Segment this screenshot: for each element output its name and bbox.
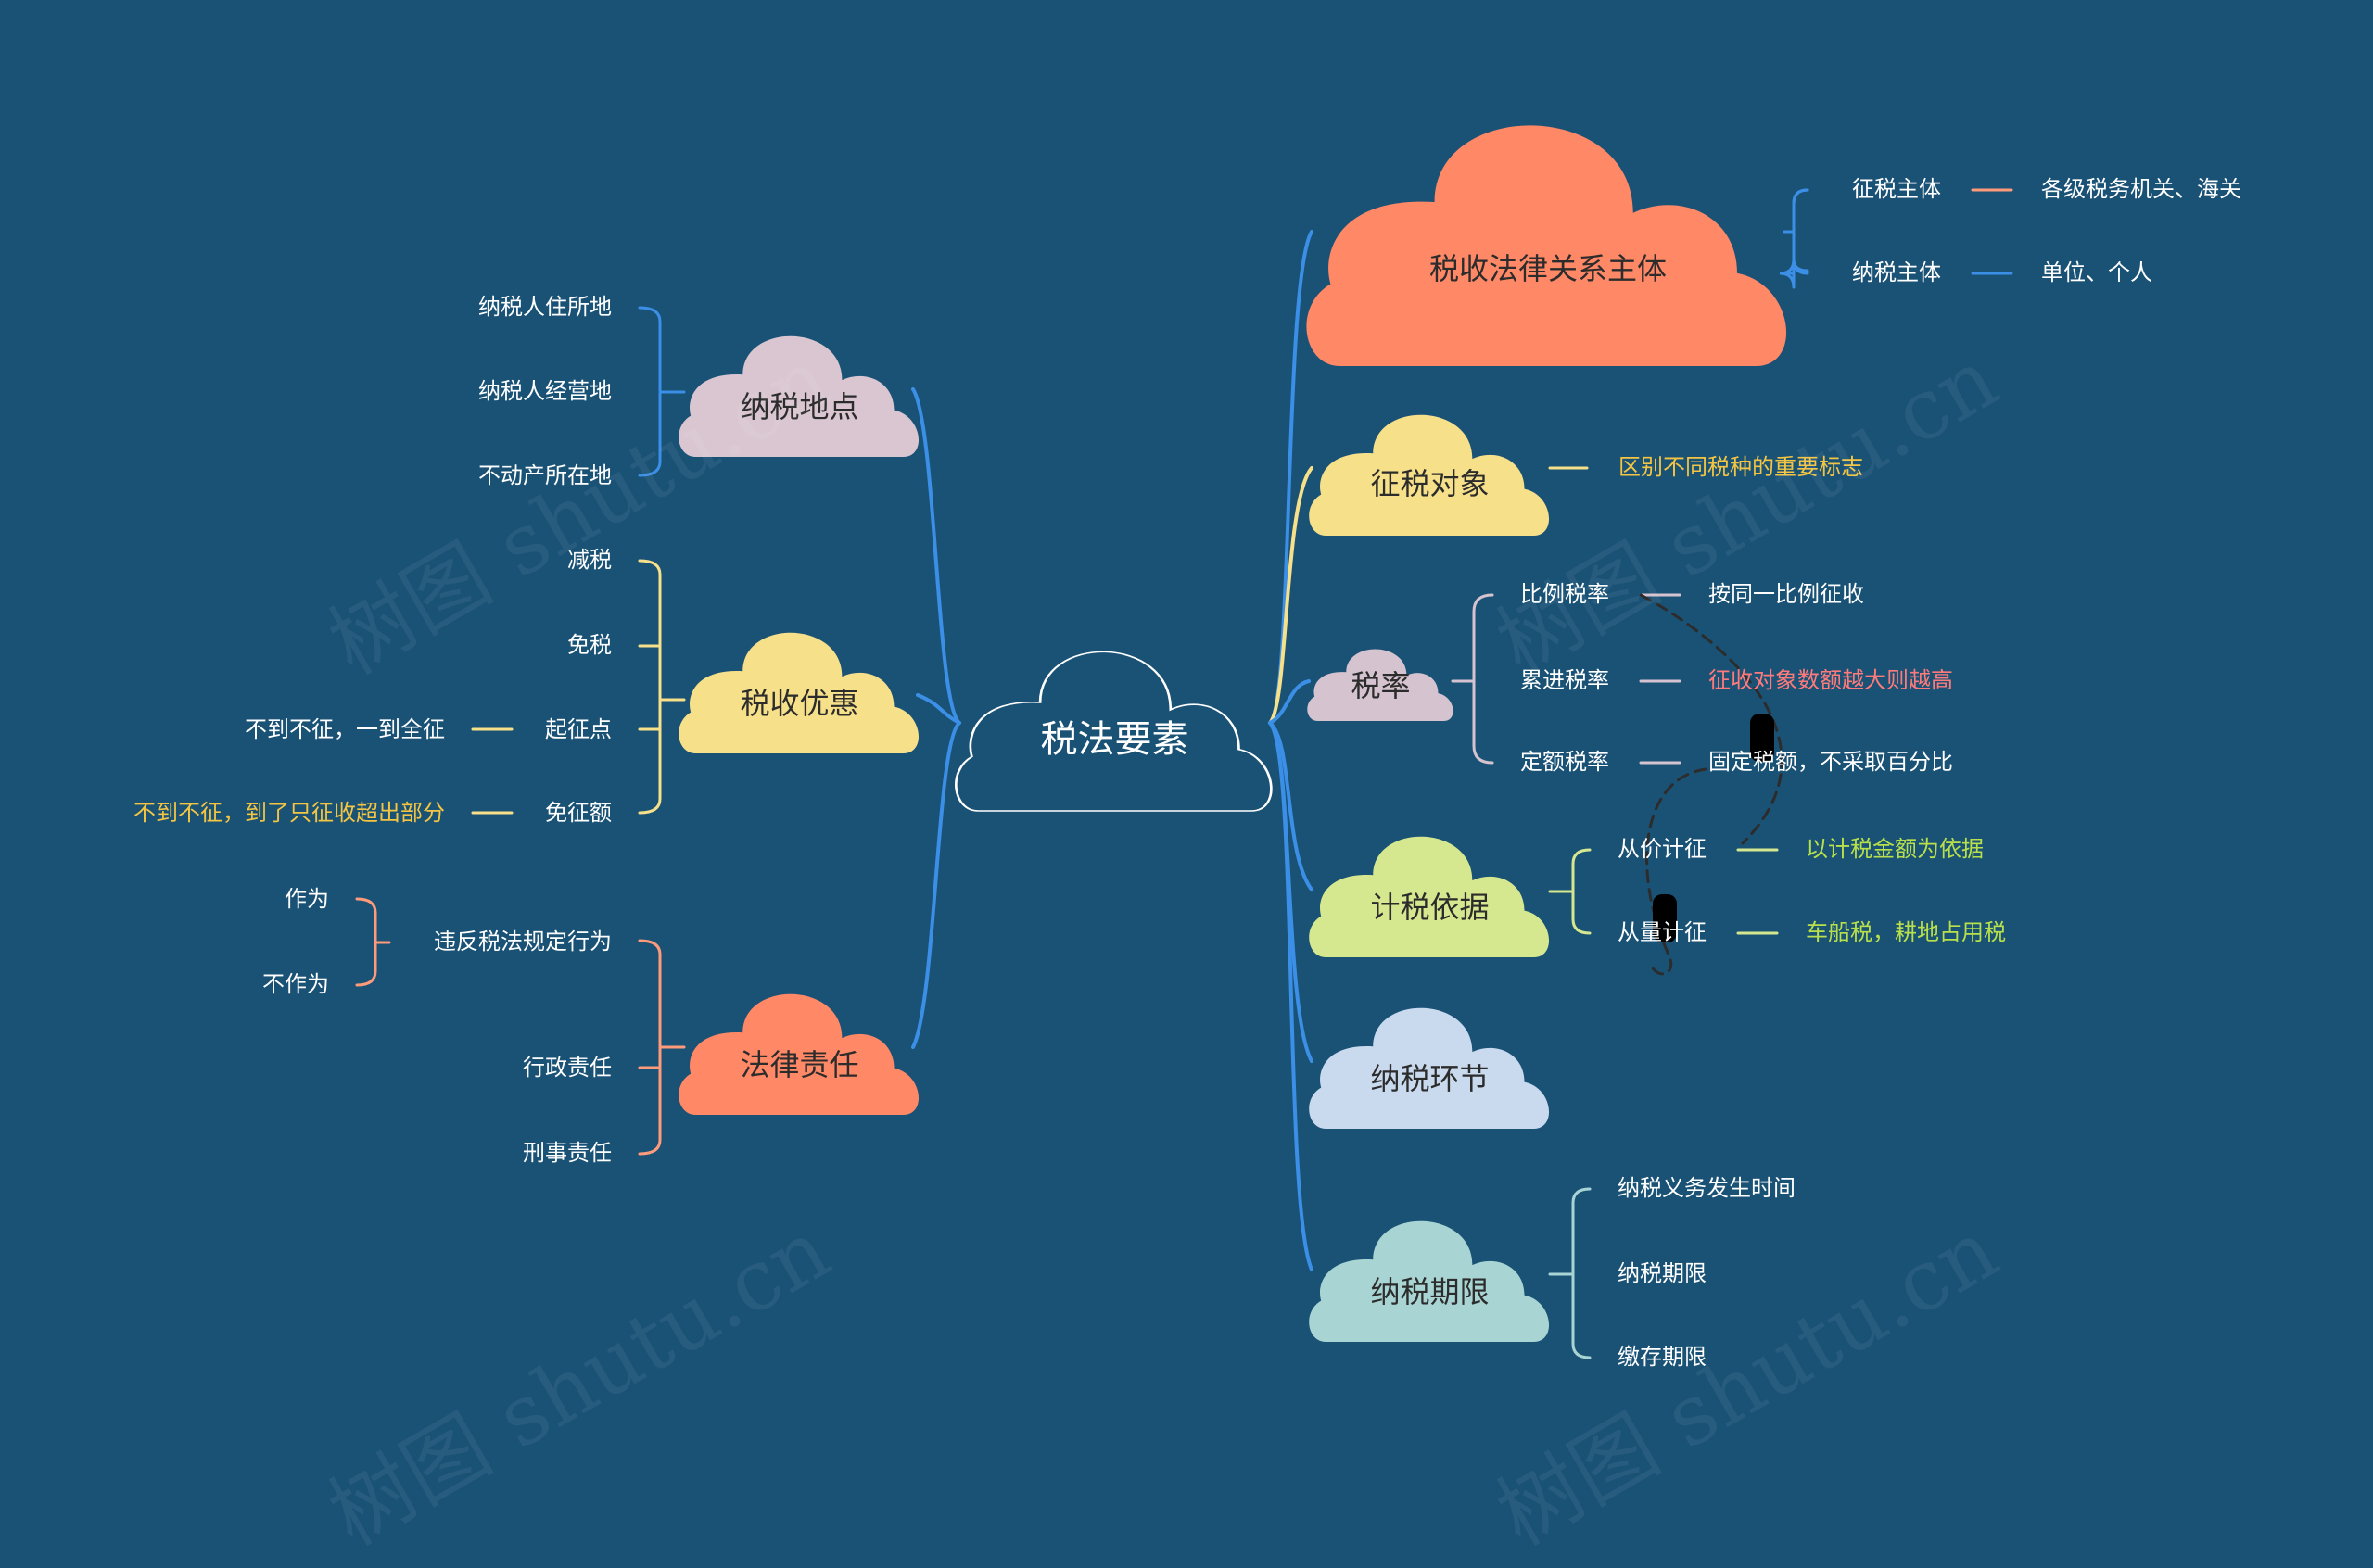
node-link: 纳税环节 bbox=[1370, 1061, 1490, 1096]
rate-item-0: 比例税率 bbox=[1520, 581, 1609, 607]
benefit-detail-3: 不到不征，到了只征收超出部分 bbox=[133, 800, 445, 826]
place-item-1: 纳税人经营地 bbox=[478, 378, 612, 404]
basis-item-1: 从量计征 bbox=[1618, 919, 1707, 945]
center-label: 税法要素 bbox=[1040, 718, 1189, 761]
branch-line-basis bbox=[1268, 721, 1313, 891]
connector-layer bbox=[355, 125, 2013, 1359]
subject-item-0: 征税主体 bbox=[1852, 176, 1941, 202]
basis-item-0: 从价计征 bbox=[1618, 836, 1707, 862]
place-item-0: 纳税人住所地 bbox=[478, 294, 612, 320]
subject-item-1: 纳税主体 bbox=[1852, 259, 1941, 285]
rate-detail-0: 按同一比例征收 bbox=[1708, 581, 1864, 607]
branch-line-place bbox=[911, 387, 961, 725]
period-item-1: 纳税期限 bbox=[1618, 1260, 1707, 1286]
subject-detail-1: 单位、个人 bbox=[2041, 259, 2152, 285]
branch-line-rate bbox=[1268, 679, 1311, 725]
node-period: 纳税期限 bbox=[1370, 1274, 1490, 1309]
rate-item-2: 定额税率 bbox=[1520, 749, 1609, 775]
branch-line-benefit bbox=[916, 693, 961, 725]
period-item-0: 纳税义务发生时间 bbox=[1618, 1175, 1796, 1201]
node-place: 纳税地点 bbox=[740, 389, 859, 424]
benefit-item-3: 免征额 bbox=[545, 800, 612, 826]
liability-item-1: 行政责任 bbox=[523, 1055, 612, 1081]
node-benefit: 税收优惠 bbox=[740, 686, 859, 721]
mindmap-canvas: 税法要素 税收法律关系主体 征税对象 税率 计税依据 纳税环节 纳税期限 纳税地… bbox=[133, 125, 2241, 1564]
rate-item-1: 累进税率 bbox=[1520, 667, 1609, 693]
benefit-item-0: 减税 bbox=[567, 547, 612, 573]
node-object: 征税对象 bbox=[1370, 466, 1490, 501]
cloud-subject[interactable] bbox=[1306, 125, 1787, 366]
place-item-2: 不动产所在地 bbox=[478, 462, 612, 488]
liability-sub-0: 作为 bbox=[285, 886, 329, 912]
benefit-item-2: 起征点 bbox=[545, 716, 612, 742]
benefit-item-1: 免税 bbox=[567, 632, 612, 658]
rate-detail-2: 固定税额，不采取百分比 bbox=[1708, 749, 1953, 775]
branch-line-period bbox=[1268, 721, 1313, 1271]
rate-detail-1: 征收对象数额越大则越高 bbox=[1708, 667, 1953, 693]
liability-sub-1: 不作为 bbox=[262, 971, 329, 997]
subject-detail-0: 各级税务机关、海关 bbox=[2041, 176, 2241, 202]
branch-line-object bbox=[1268, 466, 1313, 725]
node-subject: 税收法律关系主体 bbox=[1428, 251, 1667, 286]
object-detail: 区别不同税种的重要标志 bbox=[1618, 454, 1863, 480]
liability-item-2: 刑事责任 bbox=[523, 1140, 612, 1166]
basis-detail-1: 车船税，耕地占用税 bbox=[1806, 919, 2006, 945]
branch-line-liability bbox=[911, 721, 961, 1049]
node-rate: 税率 bbox=[1351, 668, 1411, 703]
node-liability: 法律责任 bbox=[740, 1047, 859, 1082]
period-item-2: 缴存期限 bbox=[1618, 1344, 1707, 1370]
liability-item-0: 违反税法规定行为 bbox=[434, 929, 612, 955]
benefit-detail-2: 不到不征，一到全征 bbox=[245, 716, 445, 742]
node-basis: 计税依据 bbox=[1370, 890, 1490, 925]
basis-detail-0: 以计税金额为依据 bbox=[1806, 836, 1984, 862]
